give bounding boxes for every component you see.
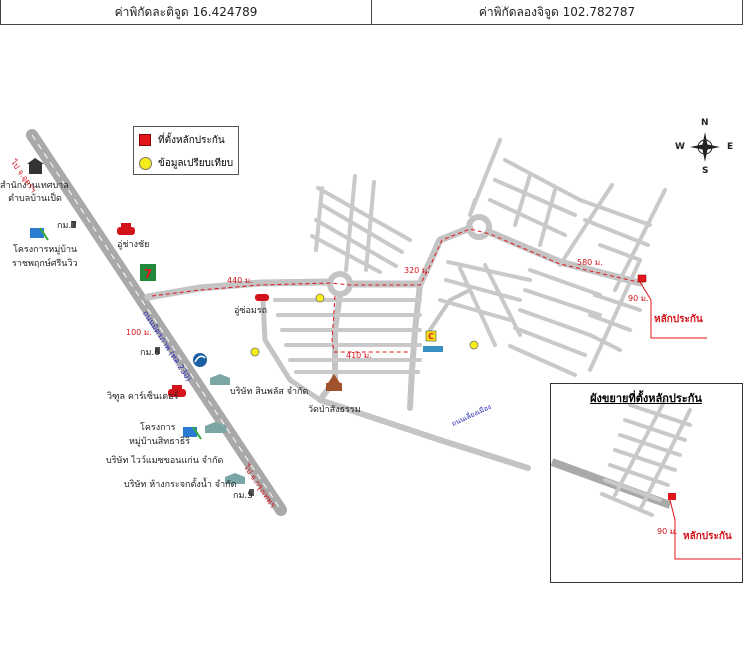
map-legend: ที่ตั้งหลักประกัน ข้อมูลเปรียบเทียบ	[133, 126, 239, 175]
comparable-circle-icon	[139, 156, 152, 170]
garage-label: อู่ซ่อมรถ	[234, 306, 268, 316]
shop-c-icon: C	[425, 330, 437, 342]
inset-map	[550, 398, 741, 560]
bank-logo-icon	[193, 353, 207, 367]
temple-label: วัดป่าสังธรรม	[308, 405, 361, 415]
inset-subject-label: หลักประกัน	[683, 531, 732, 542]
village-icon-2	[183, 426, 202, 440]
svg-text:C: C	[428, 332, 434, 341]
distance-90-label: 90 ม.	[628, 294, 649, 303]
comparable-markers	[250, 293, 479, 357]
car-icon-1	[117, 223, 135, 235]
highway	[26, 129, 287, 516]
distance-100-label: 100 ม.	[126, 328, 152, 337]
km6-label: กม.6	[140, 348, 160, 358]
km-post-icon-2	[155, 347, 160, 354]
municipal-office-label-2: ตำบลบ้านเป็ด	[8, 194, 62, 204]
legend-row-subject: ที่ตั้งหลักประกัน	[134, 130, 238, 150]
soi-grid-west	[273, 174, 422, 374]
comparable-marker-2	[315, 293, 325, 303]
distance-320-label: 320 ม.	[404, 266, 430, 275]
car-center-label: วิฑูล คาร์เซ็นเตอร์	[107, 392, 179, 402]
longitude-cell: ค่าพิกัดลองจิจูด 102.782787	[371, 0, 742, 24]
legend-row-comparable: ข้อมูลเปรียบเทียบ	[134, 153, 238, 173]
comparable-marker-1	[250, 347, 260, 357]
factory-icon-3	[225, 473, 245, 484]
inset-title: ผังขยายที่ตั้งหลักประกัน	[590, 392, 702, 405]
company-wiwat-label: บริษัท ไวว์แมซขอนแก่น จำกัด	[106, 456, 224, 466]
legend-subject-label: ที่ตั้งหลักประกัน	[158, 134, 225, 146]
village-project-a-label-1: โครงการหมู่บ้าน	[13, 245, 78, 255]
subject-label: หลักประกัน	[654, 314, 703, 325]
factory-icon-1	[210, 374, 230, 385]
seven-eleven-icon: 7	[140, 264, 156, 281]
compass-north: N	[701, 118, 709, 128]
inset-frame	[550, 383, 743, 583]
temple-icon	[326, 374, 342, 391]
km-post-icon-3	[249, 489, 254, 496]
comparable-marker-3	[469, 340, 479, 350]
coordinate-table: ค่าพิกัดละติจูด 16.424789 ค่าพิกัดลองจิจ…	[0, 0, 743, 25]
subject-callout-line	[639, 281, 707, 339]
route-branch	[331, 295, 410, 353]
car-icon-2	[255, 294, 269, 301]
svg-text:7: 7	[144, 267, 152, 281]
distance-580-label: 580 ม.	[577, 258, 603, 267]
subject-marker	[637, 274, 647, 283]
car-repair-label: อู่ช่างชัย	[117, 240, 150, 250]
route-to-subject	[151, 228, 639, 297]
km-post-icon-1	[71, 221, 76, 228]
municipal-office-label-1: สำนักงานเทศบาล	[0, 181, 69, 191]
distance-410-label: 410 ม.	[346, 351, 372, 360]
compass-west: W	[675, 142, 685, 152]
compass-south: S	[702, 166, 709, 176]
compass-rose	[690, 132, 720, 162]
government-building-icon	[27, 158, 44, 174]
legend-comparable-label: ข้อมูลเปรียบเทียบ	[158, 157, 234, 169]
km5-label: กม.5	[233, 491, 253, 501]
soi-grid-east	[438, 138, 667, 377]
distance-440-label: 440 ม.	[227, 276, 253, 285]
landmark-icons: 7 C	[27, 158, 443, 496]
village-project-a-label-2: ราชพฤกษ์ศรีนวิว	[12, 259, 78, 269]
compass-east: E	[727, 142, 734, 152]
company-hangkrajok-label: บริษัท ห้างกระจกตั้งน้ำ จำกัด	[124, 480, 237, 490]
village-icon-1	[30, 227, 49, 241]
factory-icon-2	[205, 422, 226, 433]
km7-label: กม.7	[57, 221, 77, 231]
school-icon	[423, 346, 443, 352]
subject-square-icon	[139, 134, 151, 146]
company-sinpalat-label: บริษัท สินพลัส จำกัด	[230, 387, 309, 397]
car-icon-3	[168, 385, 186, 397]
village-project-b-label-1: โครงการ	[140, 423, 176, 433]
latitude-cell: ค่าพิกัดละติจูด 16.424789	[114, 5, 258, 19]
inset-distance-90-label: 90 ม.	[657, 527, 678, 536]
village-project-b-label-2: หมู่บ้านสิทธาธิริ	[129, 437, 191, 447]
